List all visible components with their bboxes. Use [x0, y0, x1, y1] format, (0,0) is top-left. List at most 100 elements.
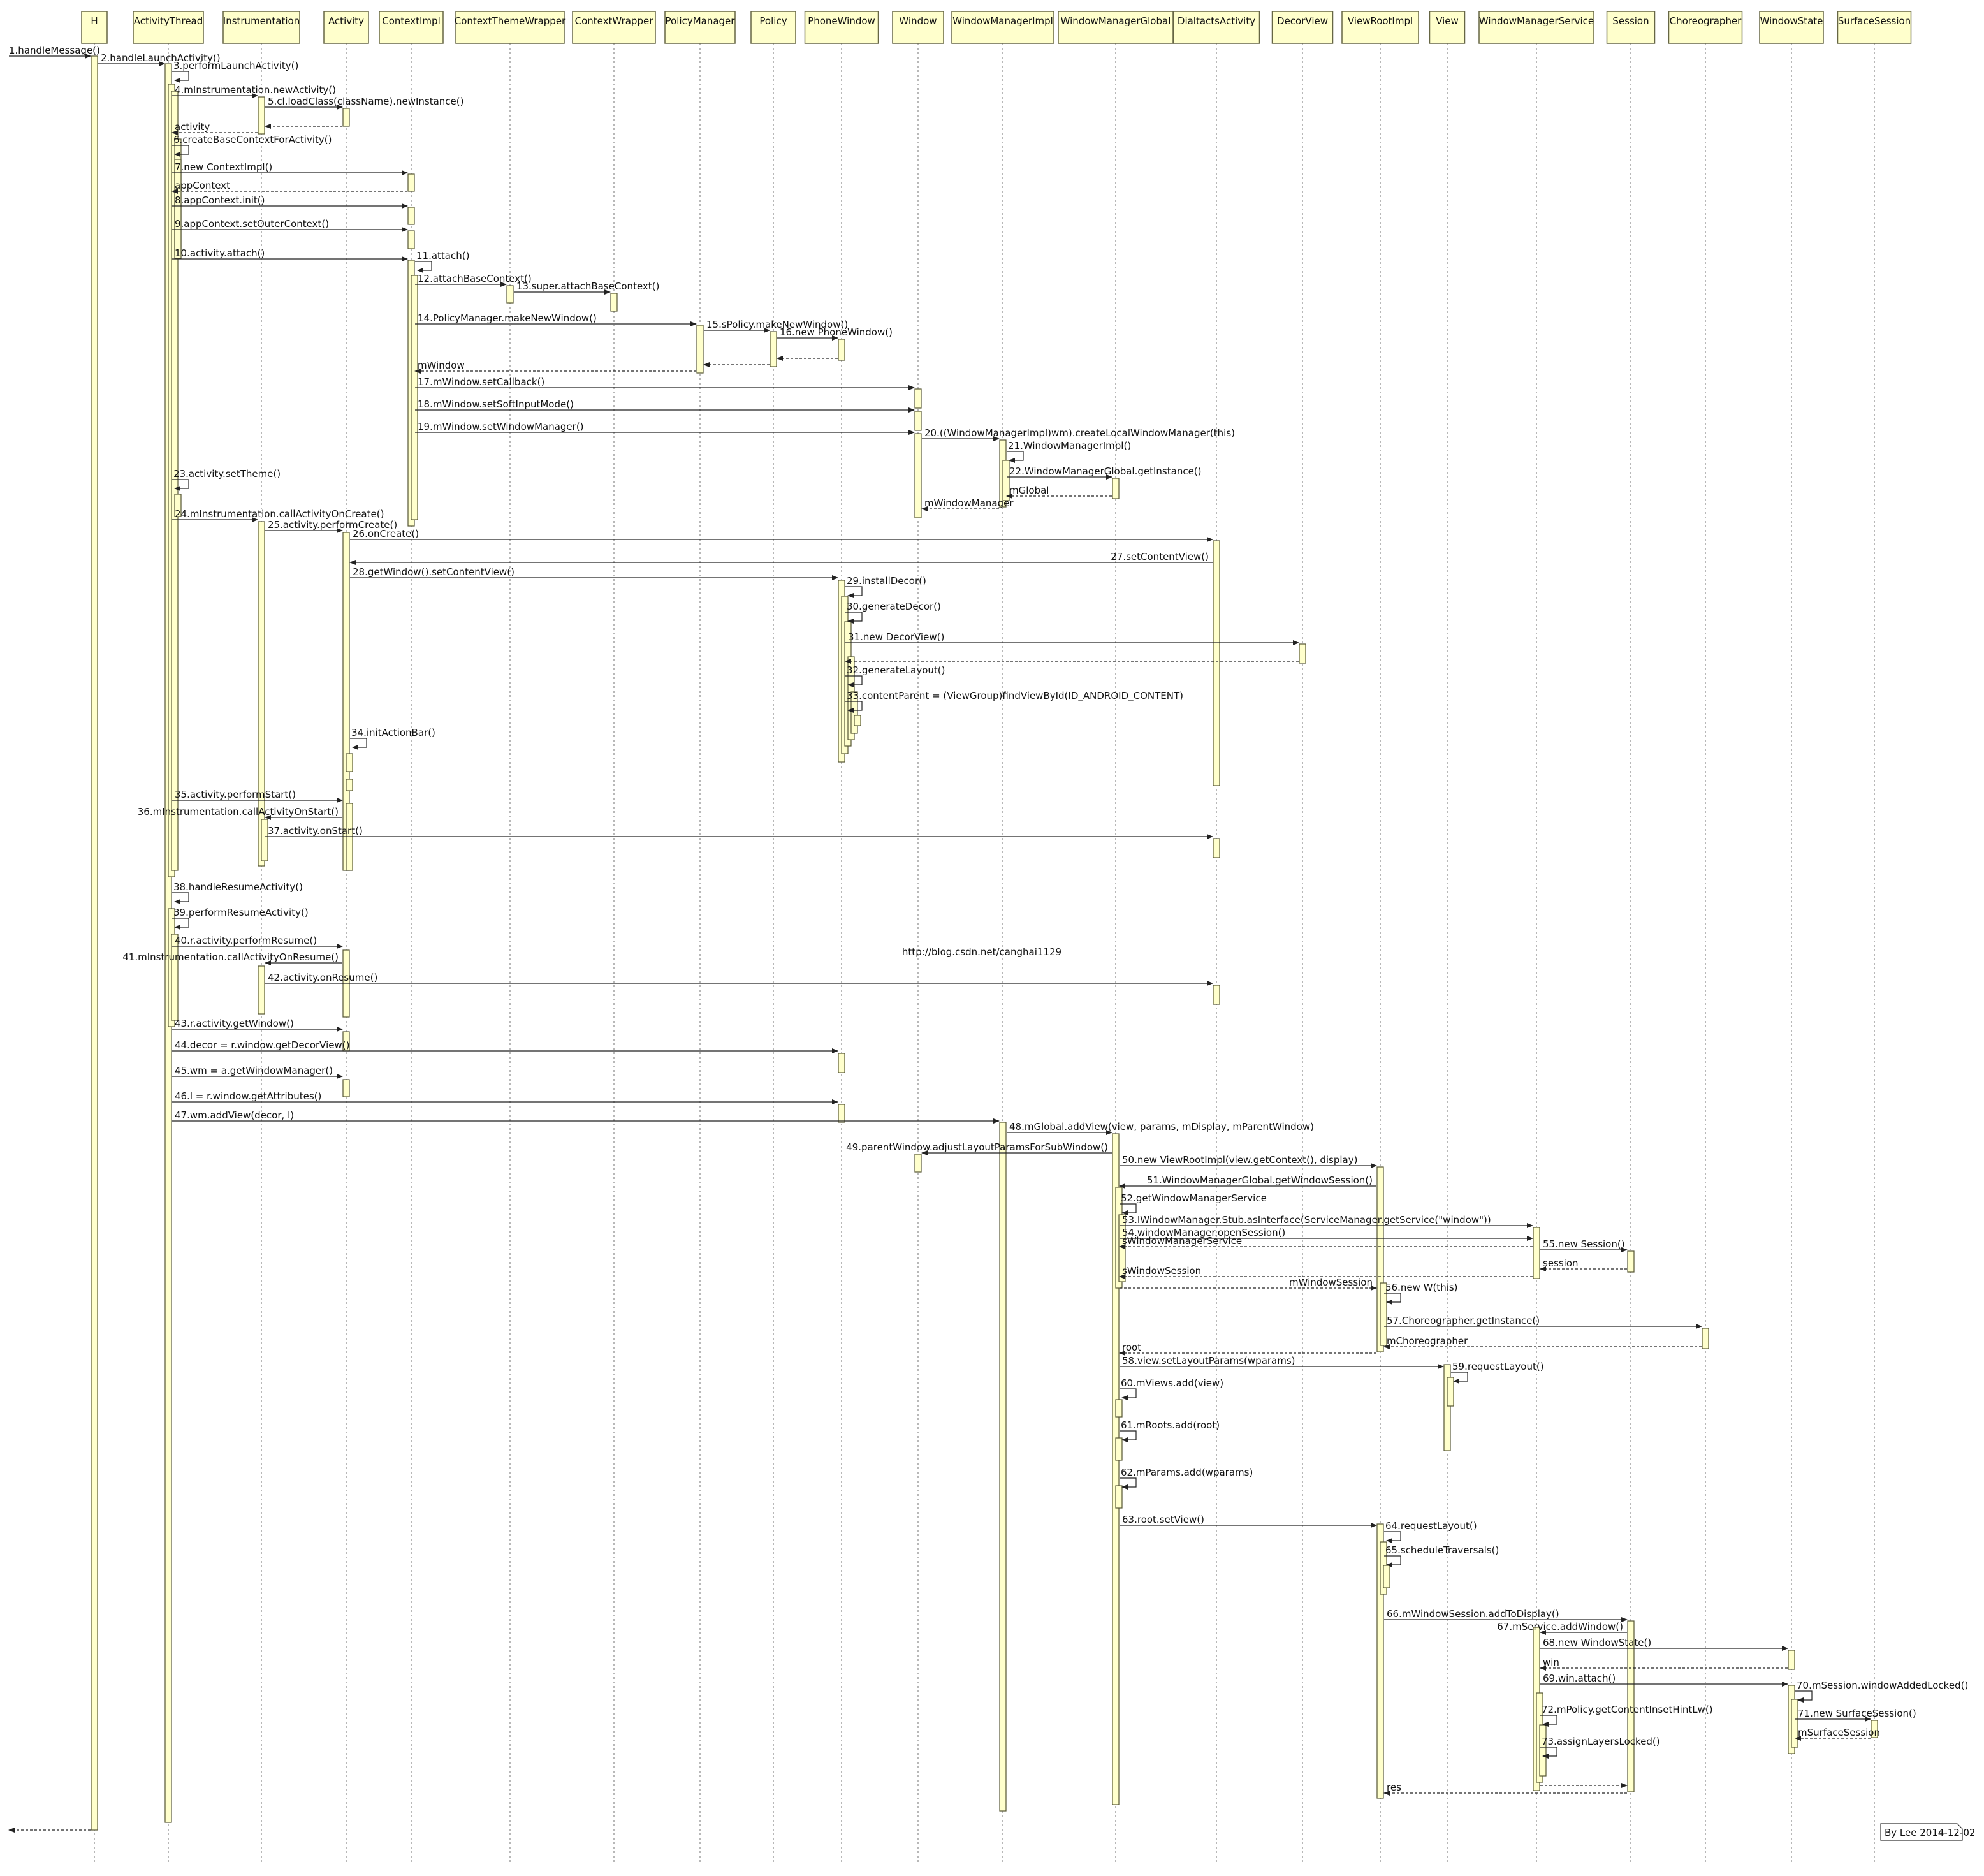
- participant-label: PhoneWindow: [808, 15, 875, 27]
- message: 3.performLaunchActivity(): [172, 60, 298, 83]
- self-call-arrow: [172, 892, 189, 904]
- participant-ci: ContextImpl: [379, 11, 444, 44]
- message: res: [1383, 1782, 1627, 1796]
- message: mGlobal: [1006, 485, 1112, 499]
- participant-ss: SurfaceSession: [1837, 11, 1912, 44]
- message: 71.new SurfaceSession(): [1795, 1708, 1916, 1722]
- participant-box: [1837, 11, 1912, 44]
- message: 66.mWindowSession.addToDisplay(): [1384, 1608, 1628, 1622]
- message-label: 18.mWindow.setSoftInputMode(): [418, 399, 574, 410]
- activation-wmg: [1115, 1399, 1123, 1418]
- message: 24.mInstrumentation.callActivityOnCreate…: [172, 508, 384, 522]
- participant-wi: Window: [892, 11, 944, 44]
- message-label: activity: [175, 121, 210, 133]
- message: 67.mService.addWindow(): [1497, 1621, 1627, 1635]
- participant-box: [1271, 11, 1334, 44]
- message-label: 52.getWindowManagerService: [1121, 1192, 1267, 1204]
- self-call-arrow: [1120, 1430, 1137, 1442]
- message-label: mWindowManager: [924, 497, 1014, 509]
- message-label: 39.performResumeActivity(): [173, 907, 309, 918]
- message-label: 5.cl.loadClass(className).newInstance(): [268, 96, 464, 107]
- self-call-arrow: [1384, 1531, 1401, 1543]
- participant-wms: WindowManagerService: [1478, 11, 1594, 44]
- message-label: 29.installDecor(): [847, 575, 926, 587]
- message: mWindow: [414, 360, 696, 374]
- message-label: 22.WindowManagerGlobal.getInstance(): [1009, 465, 1202, 477]
- message-label: 17.mWindow.setCallback(): [418, 376, 544, 388]
- self-call-arrow: [1120, 1477, 1137, 1490]
- participant-label: DialtactsActivity: [1178, 15, 1255, 27]
- message-label: 7.new ContextImpl(): [175, 161, 272, 173]
- message-label: 21.WindowManagerImpl(): [1008, 440, 1131, 451]
- self-call-arrow: [1384, 1293, 1401, 1305]
- message-label: 1.handleMessage(): [9, 45, 100, 56]
- message: 73.assignLayersLocked(): [1540, 1736, 1660, 1759]
- self-call-arrow: [1451, 1372, 1468, 1384]
- message-label: 49.parentWindow.adjustLayoutParamsForSub…: [846, 1141, 1108, 1153]
- message-label: 64.requestLayout(): [1385, 1520, 1477, 1532]
- participant-box: [1172, 11, 1260, 44]
- message-label: 58.view.setLayoutParams(wparams): [1122, 1355, 1295, 1367]
- message-label: 27.setContentView(): [1111, 551, 1209, 562]
- message-label: 10.activity.attach(): [175, 247, 265, 259]
- activation-at: [174, 494, 182, 517]
- activation-ac: [346, 779, 353, 791]
- activation-ci: [407, 173, 415, 192]
- message: 28.getWindow().setContentView(): [350, 566, 838, 580]
- activation-wmg: [1112, 1133, 1120, 1805]
- message-label: 67.mService.addWindow(): [1497, 1621, 1623, 1632]
- participant-label: ContextImpl: [382, 15, 441, 27]
- message-label: 71.new SurfaceSession(): [1798, 1708, 1916, 1719]
- message: 69.win.attach(): [1540, 1673, 1788, 1687]
- participant-vi: View: [1429, 11, 1466, 44]
- activation-vri: [1383, 1565, 1390, 1588]
- activation-vri: [1376, 1166, 1384, 1352]
- self-call-arrow: [172, 479, 189, 491]
- message: 29.installDecor(): [845, 575, 926, 598]
- message-label: mGlobal: [1009, 485, 1049, 496]
- message-label: mSurfaceSession: [1798, 1727, 1880, 1738]
- message: 53.IWindowManager.Stub.asInterface(Servi…: [1120, 1214, 1533, 1228]
- message-label: 36.mInstrumentation.callActivityOnStart(…: [138, 806, 339, 817]
- message: 18.mWindow.setSoftInputMode(): [415, 399, 915, 413]
- participant-label: Session: [1612, 15, 1649, 27]
- activation-pm: [696, 325, 704, 374]
- message-label: 9.appContext.setOuterContext(): [175, 218, 329, 230]
- message: 32.generateLayout(): [845, 664, 945, 687]
- message-label: mChoreographer: [1387, 1335, 1468, 1347]
- message: appContext: [171, 180, 407, 194]
- message-label: 12.attachBaseContext(): [418, 273, 532, 284]
- message-label: 57.Choreographer.getInstance(): [1387, 1315, 1540, 1326]
- message-label: 56.new W(this): [1385, 1282, 1458, 1293]
- participant-cw: ContextWrapper: [572, 11, 656, 44]
- message: mChoreographer: [1383, 1335, 1702, 1349]
- activation-pw: [854, 715, 861, 726]
- message: 20.((WindowManagerImpl)wm).createLocalWi…: [922, 427, 1235, 441]
- message: 31.new DecorView(): [845, 631, 1299, 645]
- participant-vri: ViewRootImpl: [1341, 11, 1419, 44]
- message: 59.requestLayout(): [1451, 1361, 1544, 1384]
- activation-at: [174, 159, 182, 259]
- participant-label: ActivityThread: [134, 15, 203, 27]
- participant-label: View: [1436, 15, 1459, 27]
- activation-ci: [407, 230, 415, 249]
- self-call-arrow: [1007, 451, 1024, 463]
- participant-label: PolicyManager: [666, 15, 736, 27]
- message-label: mWindow: [418, 360, 465, 371]
- self-call-arrow: [172, 71, 189, 83]
- message-label: 13.super.attachBaseContext(): [516, 281, 659, 292]
- participant-label: Window: [899, 15, 937, 27]
- activation-cw: [610, 293, 618, 312]
- activation-vi: [1443, 1364, 1451, 1451]
- self-call-arrow: [1120, 1203, 1137, 1215]
- activation-wi: [914, 433, 922, 518]
- participant-label: ViewRootImpl: [1348, 15, 1413, 27]
- message: 65.scheduleTraversals(): [1384, 1544, 1499, 1567]
- participant-da: DialtactsActivity: [1172, 11, 1260, 44]
- message: 15.sPolicy.makeNewWindow(): [704, 319, 848, 333]
- message-label: 50.new ViewRootImpl(view.getContext(), d…: [1122, 1154, 1357, 1166]
- participant-label: WindowState: [1760, 15, 1823, 27]
- signature-box: [1880, 1823, 1963, 1841]
- participant-dv: DecorView: [1271, 11, 1334, 44]
- message-label: 68.new WindowState(): [1543, 1637, 1651, 1648]
